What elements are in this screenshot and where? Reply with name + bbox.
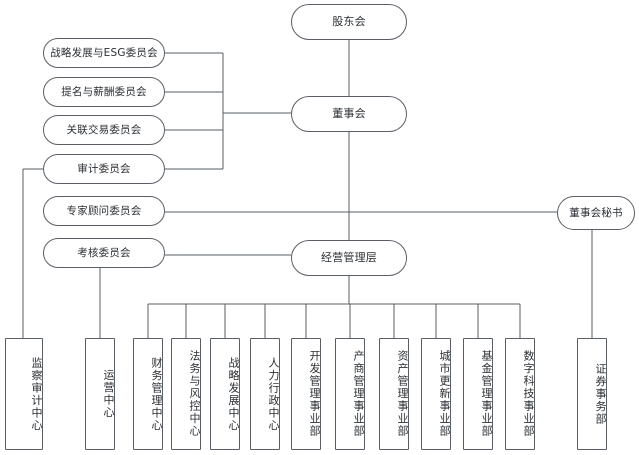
node-finance-management-center[interactable]: 财务管理中心 [133, 338, 163, 450]
node-label: 专家顾问委员会 [66, 204, 142, 217]
node-legal-risk-control-center[interactable]: 法务与风控中心 [171, 338, 201, 450]
node-label: 关联交易委员会 [66, 123, 142, 136]
node-securities-affairs-department[interactable]: 证券事务部 [577, 338, 607, 450]
node-inspection-audit-center[interactable]: 监察审计中心 [5, 338, 43, 450]
node-development-management-division[interactable]: 开发管理事业部 [291, 338, 321, 450]
node-board-of-directors[interactable]: 董事会 [291, 96, 407, 132]
node-label: 审计委员会 [77, 162, 131, 175]
node-label: 基金管理事业部 [480, 350, 493, 438]
node-nomination-remuneration-committee[interactable]: 提名与薪酬委员会 [43, 77, 165, 107]
node-related-party-transaction-committee[interactable]: 关联交易委员会 [43, 115, 165, 145]
node-label: 资产管理事业部 [396, 350, 409, 438]
node-label: 监察审计中心 [30, 356, 43, 432]
node-management[interactable]: 经营管理层 [291, 240, 407, 276]
node-label: 提名与薪酬委员会 [61, 85, 147, 98]
node-shareholders-meeting[interactable]: 股东会 [291, 4, 407, 40]
node-expert-advisory-committee[interactable]: 专家顾问委员会 [43, 196, 165, 226]
node-fund-management-division[interactable]: 基金管理事业部 [463, 338, 493, 450]
node-hr-administration-center[interactable]: 人力行政中心 [250, 338, 280, 450]
node-label: 城市更新事业部 [438, 350, 451, 438]
node-label: 人力行政中心 [267, 356, 280, 432]
node-label: 产商管理事业部 [352, 350, 365, 438]
node-label: 战略发展与ESG委员会 [50, 46, 158, 59]
node-label: 数字科技事业部 [522, 350, 535, 438]
node-label: 战略发展中心 [227, 356, 240, 432]
node-strategy-esg-committee[interactable]: 战略发展与ESG委员会 [43, 38, 165, 68]
node-audit-committee[interactable]: 审计委员会 [43, 154, 165, 184]
node-asset-management-division[interactable]: 资产管理事业部 [379, 338, 409, 450]
node-commercial-management-division[interactable]: 产商管理事业部 [335, 338, 365, 450]
node-label: 法务与风控中心 [188, 350, 201, 438]
node-label: 董事会 [332, 106, 366, 120]
node-label: 证券事务部 [594, 362, 607, 426]
node-board-secretary[interactable]: 董事会秘书 [557, 196, 635, 230]
node-label: 经营管理层 [321, 250, 377, 264]
node-label: 董事会秘书 [569, 206, 623, 219]
node-label: 考核委员会 [77, 246, 131, 259]
node-label: 运营中心 [102, 369, 115, 419]
node-label: 开发管理事业部 [308, 350, 321, 438]
node-urban-renewal-division[interactable]: 城市更新事业部 [421, 338, 451, 450]
node-operations-center[interactable]: 运营中心 [85, 338, 115, 450]
node-strategy-development-center[interactable]: 战略发展中心 [210, 338, 240, 450]
node-assessment-committee[interactable]: 考核委员会 [43, 238, 165, 268]
node-label: 财务管理中心 [150, 356, 163, 432]
node-label: 股东会 [332, 14, 366, 28]
node-digital-technology-division[interactable]: 数字科技事业部 [505, 338, 535, 450]
